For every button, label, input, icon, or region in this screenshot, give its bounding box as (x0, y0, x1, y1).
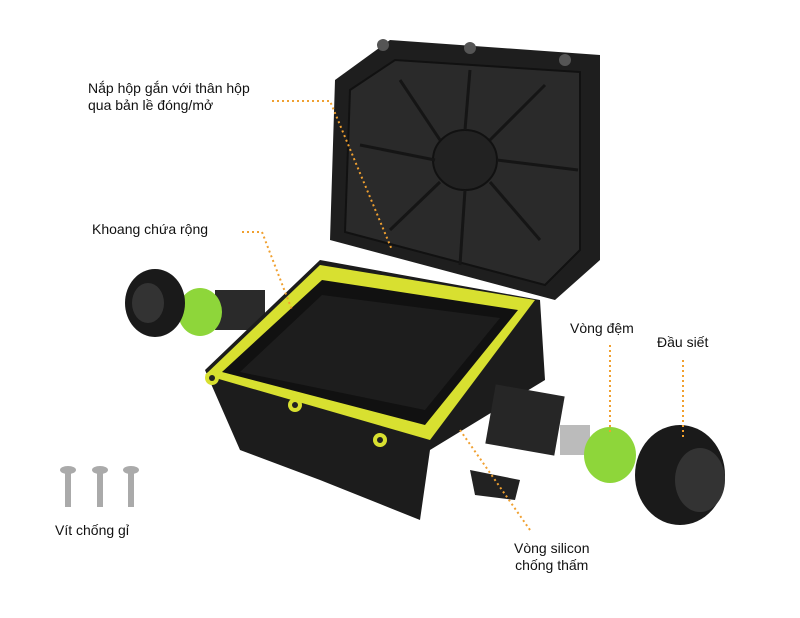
leader-lid (272, 100, 393, 251)
leader-silicone (459, 429, 531, 531)
right-cable-gland (485, 384, 725, 525)
label-gasket-ring: Vòng đệm (570, 320, 634, 336)
label-silicone-line2: chống thấm (515, 557, 589, 573)
label-silicone-line1: Vòng silicon (514, 540, 590, 556)
label-gland-head: Đầu siết (657, 334, 709, 350)
label-lid-line2: qua bản lề đóng/mở (88, 97, 214, 113)
label-silicone: Vòng silicon chống thấm (514, 540, 590, 574)
label-lid: Nắp hộp gắn với thân hộp qua bản lề đóng… (88, 80, 250, 114)
leader-chamber (242, 231, 293, 311)
label-screws: Vít chống gỉ (55, 522, 129, 538)
lid (330, 39, 600, 300)
box-body (205, 260, 545, 520)
label-chamber: Khoang chứa rộng (92, 221, 209, 237)
label-lid-line1: Nắp hộp gắn với thân hộp (88, 80, 250, 96)
left-cable-gland (125, 269, 265, 337)
screws (60, 466, 139, 507)
